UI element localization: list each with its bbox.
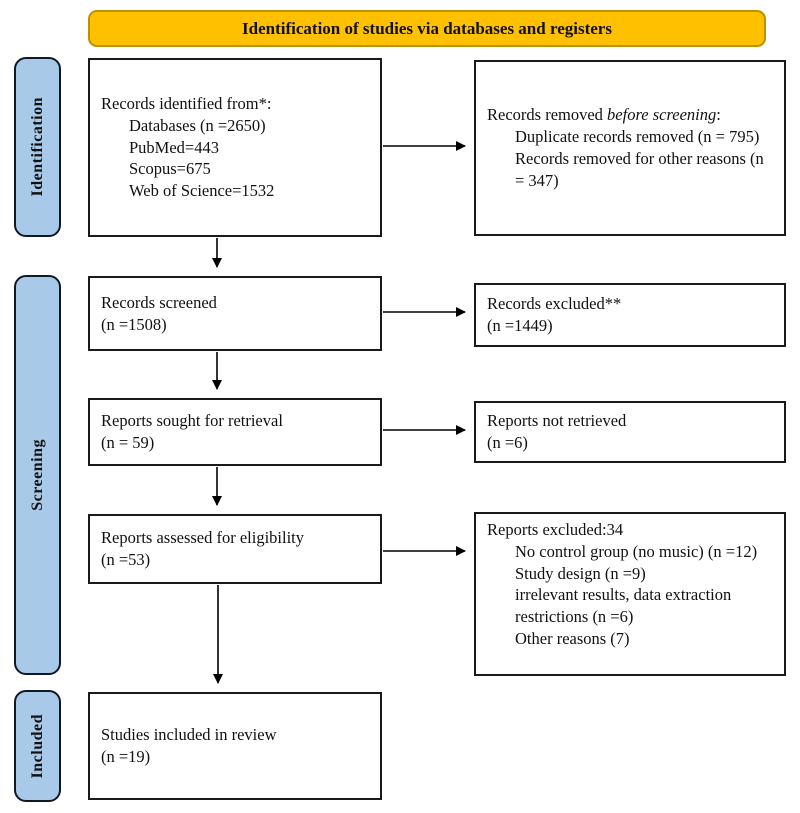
box-count: (n =53): [101, 550, 151, 569]
stage-screening: Screening: [14, 275, 61, 675]
box-line: Reports not retrieved: [487, 411, 627, 431]
box-title: Records removed before screening:: [487, 104, 774, 126]
box-line: Reports assessed for eligibility: [101, 528, 305, 548]
box-reports-assessed: Reports assessed for eligibility (n =53): [88, 514, 382, 584]
box-line: Records excluded**: [487, 294, 622, 314]
box-count: (n = 59): [101, 433, 155, 452]
stage-identification-label: Identification: [28, 97, 46, 197]
stage-screening-label: Screening: [28, 439, 46, 511]
box-line: Reports sought for retrieval: [101, 411, 283, 431]
title-suffix: :: [716, 105, 721, 125]
stage-included-label: Included: [28, 713, 46, 779]
box-count: (n =6): [487, 433, 528, 452]
stage-identification: Identification: [14, 57, 61, 237]
list-item: Web of Science=1532: [129, 181, 275, 201]
box-reports-sought: Reports sought for retrieval (n = 59): [88, 398, 382, 466]
box-records-excluded: Records excluded** (n =1449): [474, 283, 786, 347]
header-banner: Identification of studies via databases …: [88, 10, 766, 47]
box-studies-included: Studies included in review (n =19): [88, 692, 382, 800]
list-item: Study design (n =9): [515, 563, 646, 583]
list-item: No control group (no music) (n =12): [515, 541, 758, 561]
box-reports-not-retrieved: Reports not retrieved (n =6): [474, 401, 786, 463]
box-count: (n =19): [101, 747, 151, 766]
box-count: (n =1449): [487, 316, 553, 335]
list-item: Other reasons (7): [515, 628, 630, 648]
header-title: Identification of studies via databases …: [242, 18, 612, 38]
list-item: irrelevant results, data extraction rest…: [515, 585, 732, 627]
box-records-removed: Records removed before screening: Duplic…: [474, 60, 786, 236]
box-count: (n =1508): [101, 314, 167, 334]
box-records-identified: Records identified from*: Databases (n =…: [88, 58, 382, 237]
box-records-screened: Records screened (n =1508): [88, 276, 382, 351]
box-title: Records identified from*:: [101, 94, 272, 114]
list-item: Databases (n =2650): [129, 115, 266, 135]
box-line: Studies included in review: [101, 725, 277, 745]
list-item: Duplicate records removed (n = 795): [515, 127, 760, 147]
box-title: Reports excluded:34: [487, 520, 624, 539]
stage-included: Included: [14, 690, 61, 802]
box-line: Records screened: [101, 292, 217, 312]
box-reports-excluded: Reports excluded:34 No control group (no…: [474, 512, 786, 676]
title-prefix: Records removed: [487, 105, 608, 125]
list-item: PubMed=443: [129, 137, 219, 157]
title-italic: before screening: [607, 105, 717, 125]
list-item: Records removed for other reasons (n = 3…: [515, 149, 764, 190]
list-item: Scopus=675: [129, 159, 211, 179]
